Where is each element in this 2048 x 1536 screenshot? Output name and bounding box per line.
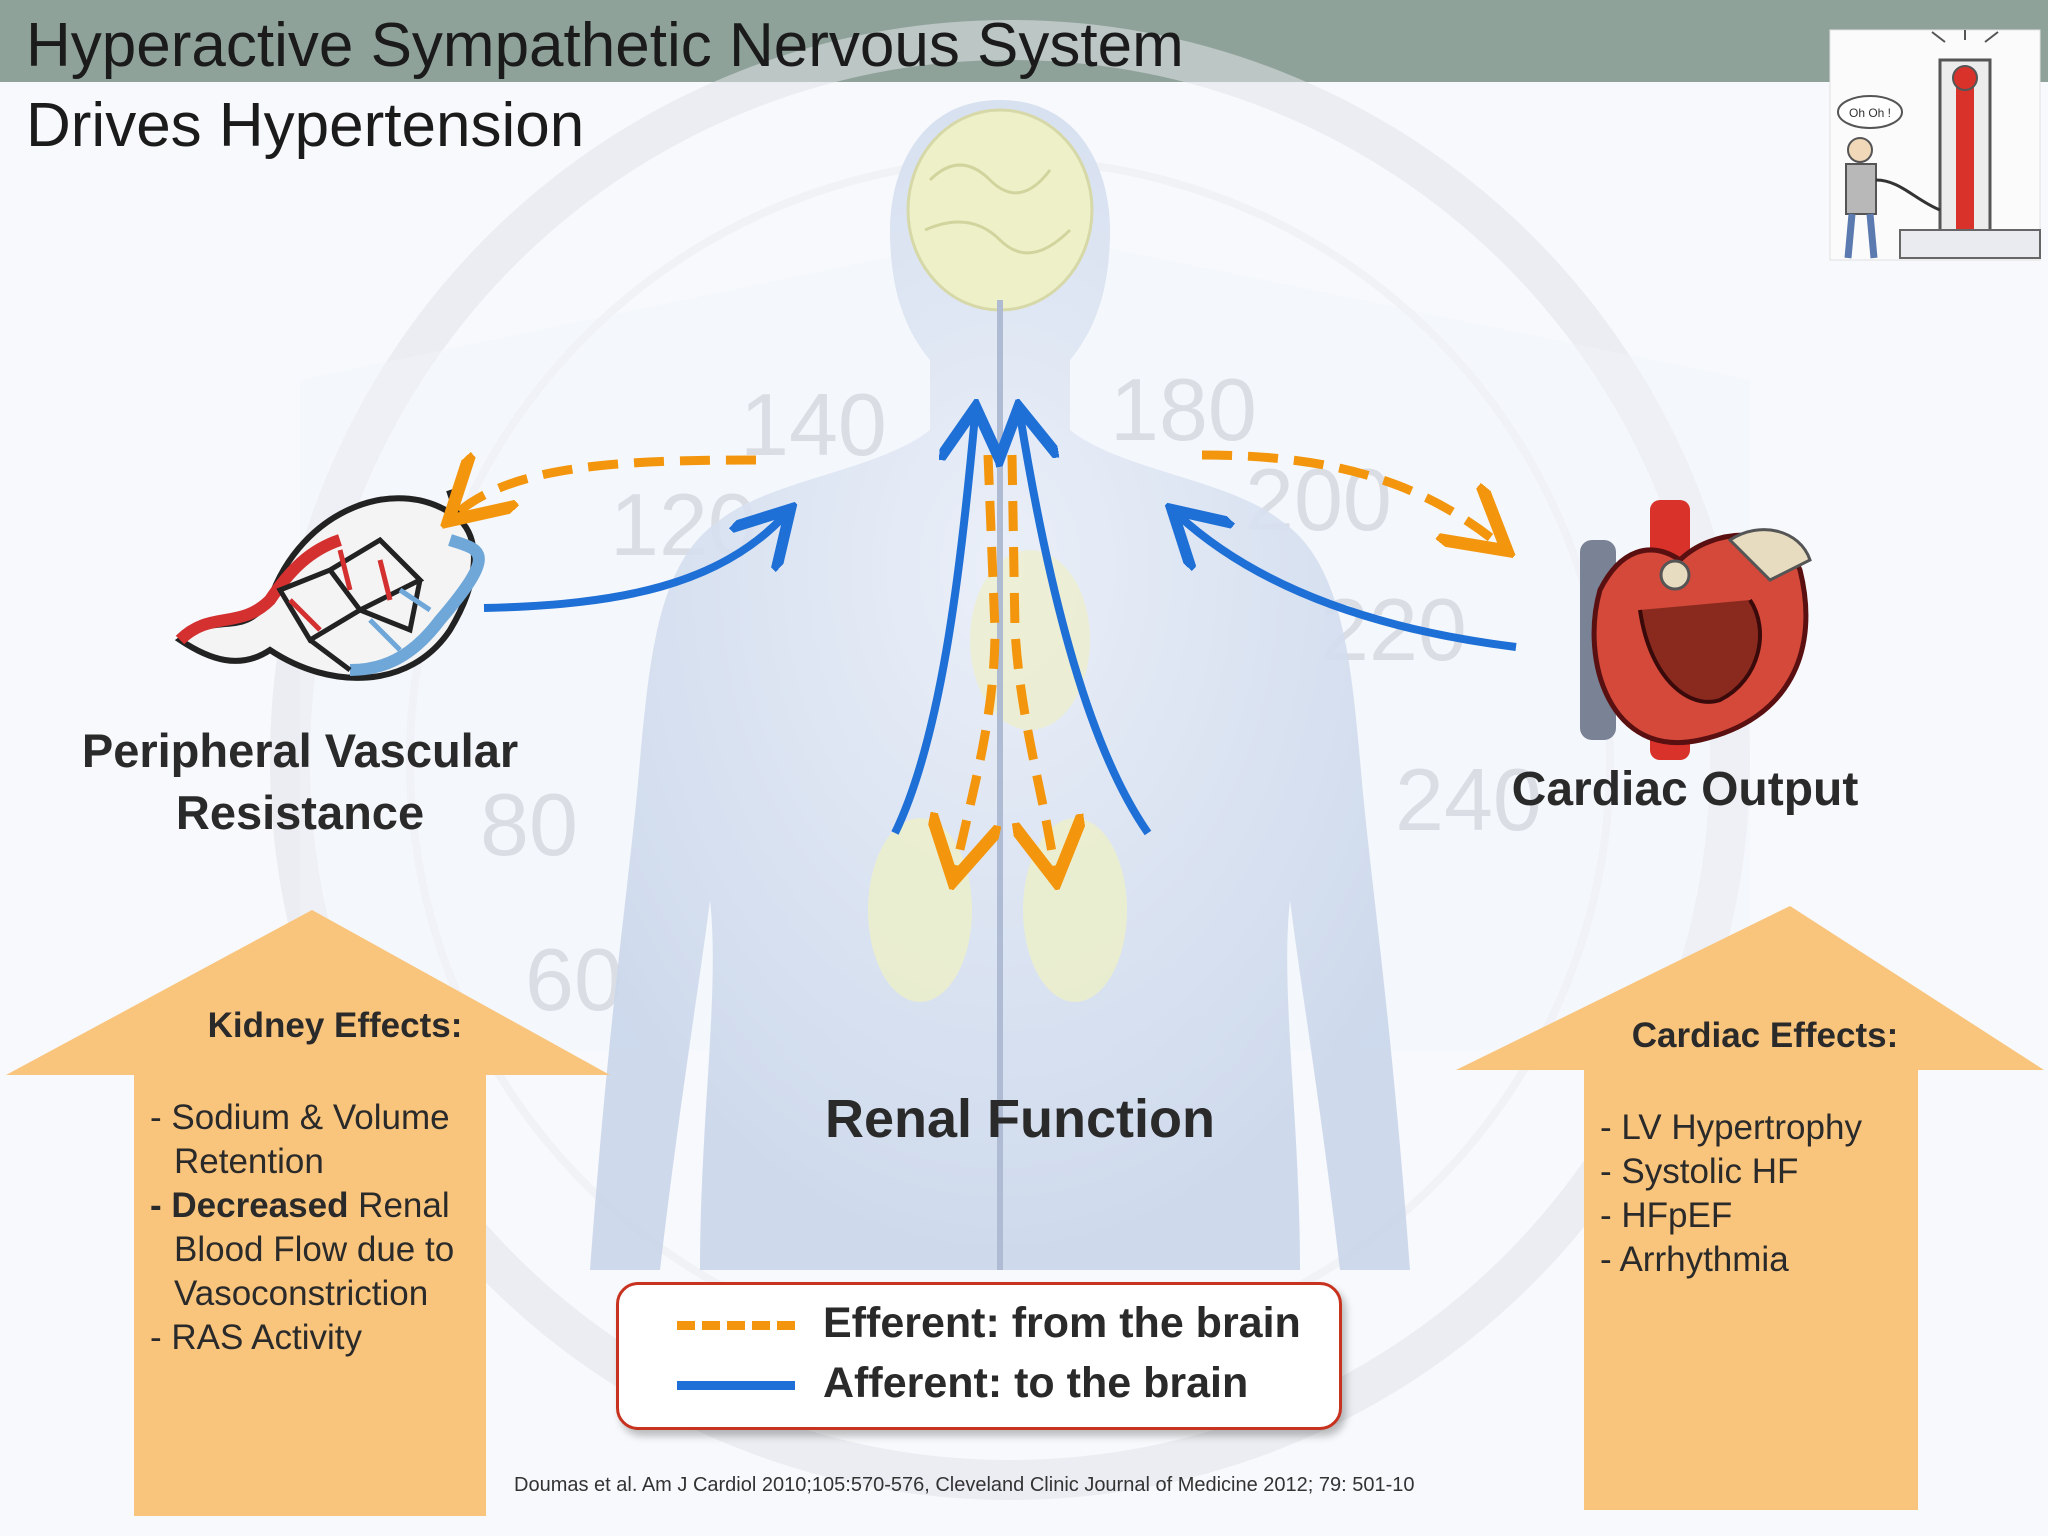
afferent-arrow bbox=[891, 415, 975, 835]
item-bold: - Decreased bbox=[150, 1186, 349, 1225]
slide-title-line-1: Hyperactive Sympathetic Nervous System bbox=[26, 11, 1184, 80]
heart-illustration bbox=[1580, 500, 1812, 760]
item-text: - Sodium & Volume Retention bbox=[150, 1098, 450, 1181]
legend-efferent-label: Efferent: from the brain bbox=[823, 1299, 1301, 1347]
efferent-arrows bbox=[455, 450, 1500, 872]
efferent-arrow bbox=[1007, 454, 1055, 872]
kidney-effects-list: - Sodium & Volume Retention - Decreased … bbox=[150, 1096, 520, 1360]
kidney-effects-heading: Kidney Effects: bbox=[207, 1006, 463, 1045]
afferent-arrow bbox=[1178, 515, 1517, 651]
list-item: - Arrhythmia bbox=[1600, 1240, 1789, 1279]
kidney-effects-arrow bbox=[6, 910, 610, 1516]
efferent-arrow bbox=[455, 460, 757, 515]
efferent-dashed-swatch bbox=[677, 1321, 795, 1330]
efferent-arrow bbox=[955, 454, 995, 872]
cardiac-effects-heading: Cardiac Effects: bbox=[1631, 1016, 1899, 1055]
efferent-arrow bbox=[1201, 450, 1500, 545]
cardiac-effects-arrow bbox=[1456, 906, 2044, 1510]
blood-vessel-illustration bbox=[174, 488, 485, 681]
legend-afferent-label: Afferent: to the brain bbox=[823, 1359, 1249, 1407]
cardiac-effects-list: - LV Hypertrophy - Systolic HF - HFpEF -… bbox=[1600, 1106, 1930, 1282]
gauge-number: 240 bbox=[1395, 750, 1542, 849]
gauge-number: 80 bbox=[480, 775, 578, 874]
renal-function-label: Renal Function bbox=[825, 1089, 1215, 1149]
gauge-number: 140 bbox=[740, 375, 887, 474]
afferent-arrows bbox=[483, 415, 1517, 836]
item-text: Renal Blood Flow due to Vasoconstriction bbox=[174, 1186, 455, 1313]
list-item: - LV Hypertrophy bbox=[1600, 1108, 1862, 1147]
afferent-solid-swatch bbox=[677, 1381, 795, 1390]
peripheral-label-line: Peripheral Vascular bbox=[81, 724, 519, 777]
kidney-effects-box: Kidney Effects: - Sodium & Volume Retent… bbox=[150, 1006, 520, 1360]
citation: Doumas et al. Am J Cardiol 2010;105:570-… bbox=[514, 1474, 1415, 1496]
gauge-number: 60 bbox=[525, 930, 623, 1029]
list-item: - Systolic HF bbox=[1600, 1152, 1799, 1191]
legend-box: Efferent: from the brain Afferent: to th… bbox=[616, 1282, 1342, 1430]
brain-illustration bbox=[906, 108, 1094, 312]
list-item: - Decreased Renal Blood Flow due to Vaso… bbox=[150, 1184, 520, 1316]
legend-row-efferent: Efferent: from the brain bbox=[619, 1295, 1339, 1355]
peripheral-label-line: Resistance bbox=[175, 786, 425, 839]
cartoon-speech-bubble: Oh Oh ! bbox=[1849, 106, 1891, 120]
legend-row-afferent: Afferent: to the brain bbox=[619, 1355, 1339, 1415]
list-item: - Sodium & Volume Retention bbox=[150, 1096, 520, 1184]
cardiac-effects-box: Cardiac Effects: - LV Hypertrophy - Syst… bbox=[1600, 1016, 1930, 1282]
cardiac-output-label: Cardiac Output bbox=[1511, 763, 1859, 816]
blood-pressure-cartoon: Oh Oh ! bbox=[1829, 29, 2041, 261]
kidney-illustration bbox=[1023, 818, 1127, 1002]
item-text: - RAS Activity bbox=[150, 1318, 362, 1357]
afferent-arrow bbox=[483, 515, 785, 612]
slide-title-line-2: Drives Hypertension bbox=[26, 91, 585, 160]
list-item: - RAS Activity bbox=[150, 1316, 520, 1360]
list-item: - HFpEF bbox=[1600, 1196, 1733, 1235]
peripheral-vascular-resistance-label: Peripheral Vascular Resistance bbox=[40, 720, 560, 844]
afferent-arrow bbox=[1020, 415, 1152, 836]
gauge-numbers: 60 80 120 140 180 200 220 240 bbox=[480, 360, 1542, 1029]
gauge-number: 180 bbox=[1110, 360, 1257, 459]
